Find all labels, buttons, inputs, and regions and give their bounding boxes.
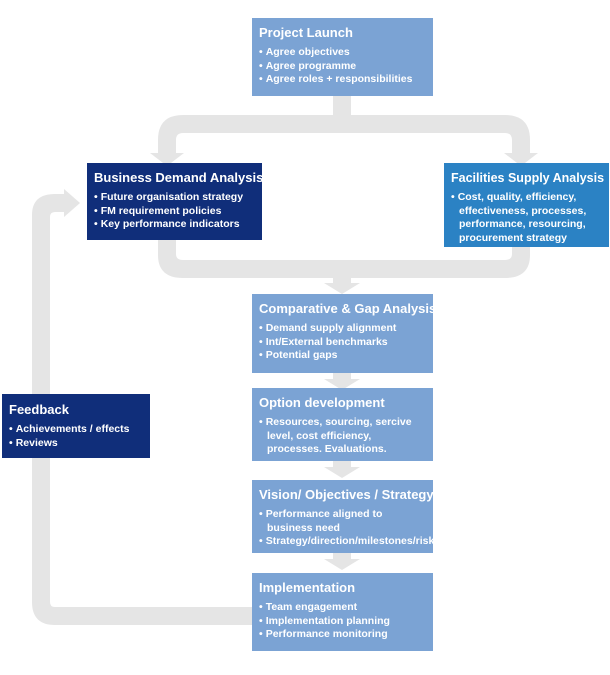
node-title: Implementation — [259, 580, 356, 595]
node-project-launch: Project Launch Agree objectives Agree pr… — [252, 18, 433, 96]
node-title: Option development — [259, 395, 385, 410]
arrow-to-business-demand-feedback — [64, 189, 80, 217]
node-items: Performance aligned to business need Str… — [259, 508, 440, 549]
node-item: Potential gaps — [259, 349, 425, 363]
node-comparative-gap-analysis: Comparative & Gap Analysis Demand supply… — [252, 294, 437, 373]
node-title: Feedback — [9, 402, 69, 417]
node-item: Resources, sourcing, sercive level, cost… — [259, 416, 425, 457]
node-items: Agree objectives Agree programme Agree r… — [259, 46, 425, 87]
arrow-to-vision — [324, 467, 360, 478]
node-item: Reviews — [9, 437, 142, 451]
node-item: FM requirement policies — [94, 205, 254, 219]
node-item: Performance aligned to business need — [259, 508, 425, 535]
node-item: Implementation planning — [259, 615, 425, 629]
node-facilities-supply-analysis: Facilities Supply Analysis Cost, quality… — [444, 163, 609, 247]
node-option-development: Option development Resources, sourcing, … — [252, 388, 433, 461]
node-title: Facilities Supply Analysis — [451, 171, 605, 185]
node-item: Demand supply alignment — [259, 322, 425, 336]
node-items: Team engagement Implementation planning … — [259, 601, 425, 642]
node-item: Agree roles + responsibilities — [259, 73, 425, 87]
node-title: Vision/ Objectives / Strategy — [259, 487, 434, 502]
node-item: Agree programme — [259, 60, 425, 74]
arrow-to-facilities-supply — [504, 153, 538, 166]
node-item: Key performance indicators — [94, 218, 254, 232]
node-items: Achievements / effects Reviews — [9, 423, 142, 450]
node-implementation: Implementation Team engagement Implement… — [252, 573, 433, 651]
node-item: Team engagement — [259, 601, 425, 615]
connector-merge-stem — [333, 270, 351, 284]
node-item: Achievements / effects — [9, 423, 142, 437]
node-business-demand-analysis: Business Demand Analysis Future organisa… — [87, 163, 264, 240]
connector-merge-bar — [158, 240, 530, 278]
arrow-to-implementation — [324, 559, 360, 570]
connector-split-bar — [158, 115, 530, 155]
node-item: Cost, quality, efficiency, effectiveness… — [451, 191, 601, 245]
node-item: Performance monitoring — [259, 628, 425, 642]
node-items: Resources, sourcing, sercive level, cost… — [259, 416, 425, 457]
node-items: Cost, quality, efficiency, effectiveness… — [451, 191, 601, 245]
node-vision-objectives-strategy: Vision/ Objectives / Strategy Performanc… — [252, 480, 440, 553]
node-items: Demand supply alignment Int/External ben… — [259, 322, 425, 363]
arrow-to-business-demand — [150, 153, 184, 166]
node-feedback: Feedback Achievements / effects Reviews — [2, 394, 150, 458]
node-item: Int/External benchmarks — [259, 336, 425, 350]
connector-launch-stem — [333, 95, 351, 120]
node-title: Comparative & Gap Analysis — [259, 301, 437, 316]
node-items: Future organisation strategy FM requirem… — [94, 191, 254, 232]
arrow-to-comparative — [324, 283, 360, 294]
arrow-to-option-development — [324, 379, 360, 390]
node-item: Strategy/direction/milestones/risks — [259, 535, 440, 549]
node-item: Agree objectives — [259, 46, 425, 60]
node-item: Future organisation strategy — [94, 191, 254, 205]
node-title: Business Demand Analysis — [94, 170, 264, 185]
node-title: Project Launch — [259, 25, 353, 40]
